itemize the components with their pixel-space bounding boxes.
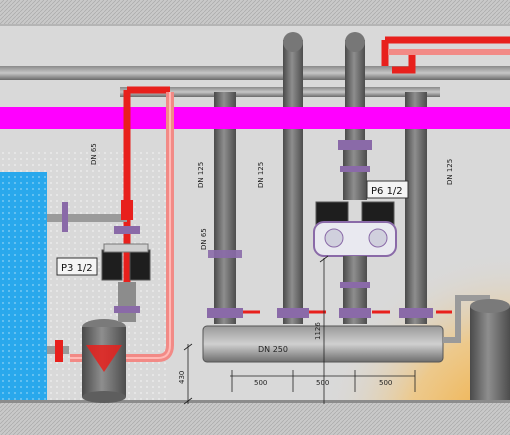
main-pipe-top xyxy=(0,66,510,80)
label-dn65-top: DN 65 xyxy=(90,143,98,165)
dim-500-b: 500 xyxy=(316,379,329,387)
pump-p3-motor-right xyxy=(129,249,151,281)
label-dn125-a: DN 125 xyxy=(197,162,205,188)
dim-500-c: 500 xyxy=(379,379,392,387)
label-dn125-b: DN 125 xyxy=(257,162,265,188)
distribution-header xyxy=(202,325,444,363)
pump-p6-tag: P6 1/2 xyxy=(371,186,403,197)
pump-p3-motor-left xyxy=(101,249,123,281)
main-pipe-second xyxy=(120,87,440,97)
dim-500-a: 500 xyxy=(254,379,267,387)
label-dn65-mid: DN 65 xyxy=(200,228,208,250)
floor xyxy=(0,402,510,435)
ceiling-strip xyxy=(0,0,510,24)
dimension-lines xyxy=(183,255,416,405)
riser-2 xyxy=(283,40,303,324)
label-dn125-c: DN 125 xyxy=(446,159,454,185)
expansion-vessel-right xyxy=(470,306,510,400)
dim-430: 430 xyxy=(178,371,186,384)
magenta-duct xyxy=(0,107,510,129)
riser-1 xyxy=(214,92,236,324)
pump-p3-tag-box xyxy=(56,257,98,276)
pump-p3-tag: P3 1/2 xyxy=(61,263,93,274)
label-dn250: DN 250 xyxy=(258,345,288,354)
red-pipe-top-right xyxy=(381,36,510,74)
pump-p6-tag-box xyxy=(366,180,409,199)
riser-4 xyxy=(405,92,427,324)
dim-1126: 1126 xyxy=(314,322,322,340)
